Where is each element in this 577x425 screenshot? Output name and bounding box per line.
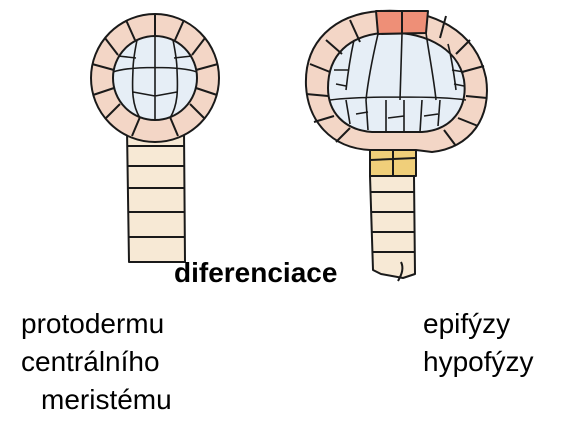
- left-embryo: [91, 14, 219, 262]
- label-epifyzy: epifýzy: [423, 308, 510, 340]
- label-meristemu: meristému: [41, 384, 172, 416]
- right-protoderm: [306, 11, 487, 152]
- left-suspensor: [127, 130, 185, 262]
- label-centralniho: centrálního: [21, 346, 160, 378]
- right-suspensor: [370, 176, 415, 278]
- label-protodermu: protodermu: [21, 308, 164, 340]
- right-embryo: [306, 11, 487, 278]
- label-diferenciace: diferenciace: [174, 257, 337, 289]
- label-hypofyzy: hypofýzy: [423, 346, 534, 378]
